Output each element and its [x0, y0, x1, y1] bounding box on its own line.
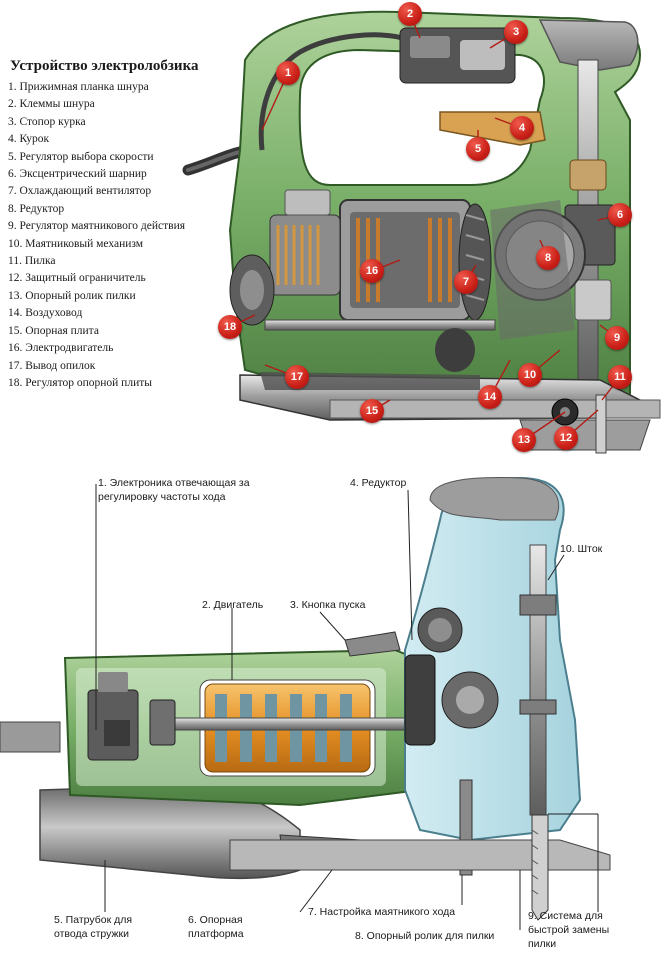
legend-item: 14. Воздуховод: [8, 307, 83, 320]
legend-item: 15. Опорная плита: [8, 324, 99, 337]
legend-item: 11. Пилка: [8, 255, 56, 268]
legend-item: 4. Курок: [8, 133, 50, 146]
top-jigsaw-illustration: [182, 10, 661, 454]
callout-support-roller: 8. Опорный ролик для пилки: [355, 930, 495, 942]
callout-start-button: 3. Кнопка пуска: [290, 599, 366, 611]
legend-item: 12. Защитный ограничитель: [8, 272, 146, 285]
legend-item: 13. Опорный ролик пилки: [8, 289, 136, 302]
marker-14: 14: [478, 385, 502, 409]
marker-18: 18: [218, 315, 242, 339]
callout-electronics: 1. Электроника отвечающая за регулировку…: [98, 477, 250, 503]
legend-item: 1. Прижимная планка шнура: [8, 81, 149, 93]
marker-16: 16: [360, 259, 384, 283]
marker-15: 15: [360, 399, 384, 423]
callout-pendulum-setting: 7. Настройка маятникого хода: [308, 906, 456, 918]
marker-11: 11: [608, 365, 632, 389]
callout-motor: 2. Двигатель: [202, 599, 264, 611]
legend-item: 7. Охлаждающий вентилятор: [8, 185, 152, 198]
marker-12: 12: [554, 426, 578, 450]
top-legend: Устройство электролобзика 1. Прижимная п…: [8, 58, 208, 392]
marker-6: 6: [608, 203, 632, 227]
legend-item: 3. Стопор курка: [8, 115, 86, 128]
marker-2: 2: [398, 2, 422, 26]
marker-10: 10: [518, 363, 542, 387]
bottom-jigsaw-illustration: [0, 476, 611, 921]
legend-item: 10. Маятниковый механизм: [8, 237, 144, 250]
legend-item: 18. Регулятор опорной плиты: [8, 376, 152, 389]
legend-item: 9. Регулятор маятникового действия: [8, 220, 186, 233]
marker-9: 9: [605, 326, 629, 350]
marker-3: 3: [504, 20, 528, 44]
marker-8: 8: [536, 246, 560, 270]
legend-item: 2. Клеммы шнура: [8, 98, 95, 111]
legend-title: Устройство электролобзика: [10, 58, 199, 74]
legend-item: 16. Электродвигатель: [8, 342, 114, 355]
bottom-callout-leaders: [95, 484, 599, 930]
callout-base-platform: 6. Опорная платформа: [188, 914, 244, 940]
callout-quick-change: 9. Система для быстрой замены пилки: [528, 910, 610, 950]
legend-item: 8. Редуктор: [8, 202, 65, 215]
callout-gearbox: 4. Редуктор: [350, 477, 407, 489]
callout-plunger: 10. Шток: [560, 543, 603, 555]
marker-4: 4: [510, 116, 534, 140]
marker-7: 7: [454, 270, 478, 294]
legend-item: 6. Эксцентрический шарнир: [8, 168, 147, 181]
marker-5: 5: [466, 137, 490, 161]
legend-item: 5. Регулятор выбора скорости: [8, 150, 154, 163]
legend-item: 17. Вывод опилок: [8, 359, 96, 372]
marker-17: 17: [285, 365, 309, 389]
legend-list: 1. Прижимная планка шнура 2. Клеммы шнур…: [8, 79, 208, 392]
marker-13: 13: [512, 428, 536, 452]
callout-dust-port: 5. Патрубок для отвода стружки: [54, 914, 133, 940]
marker-1: 1: [276, 61, 300, 85]
